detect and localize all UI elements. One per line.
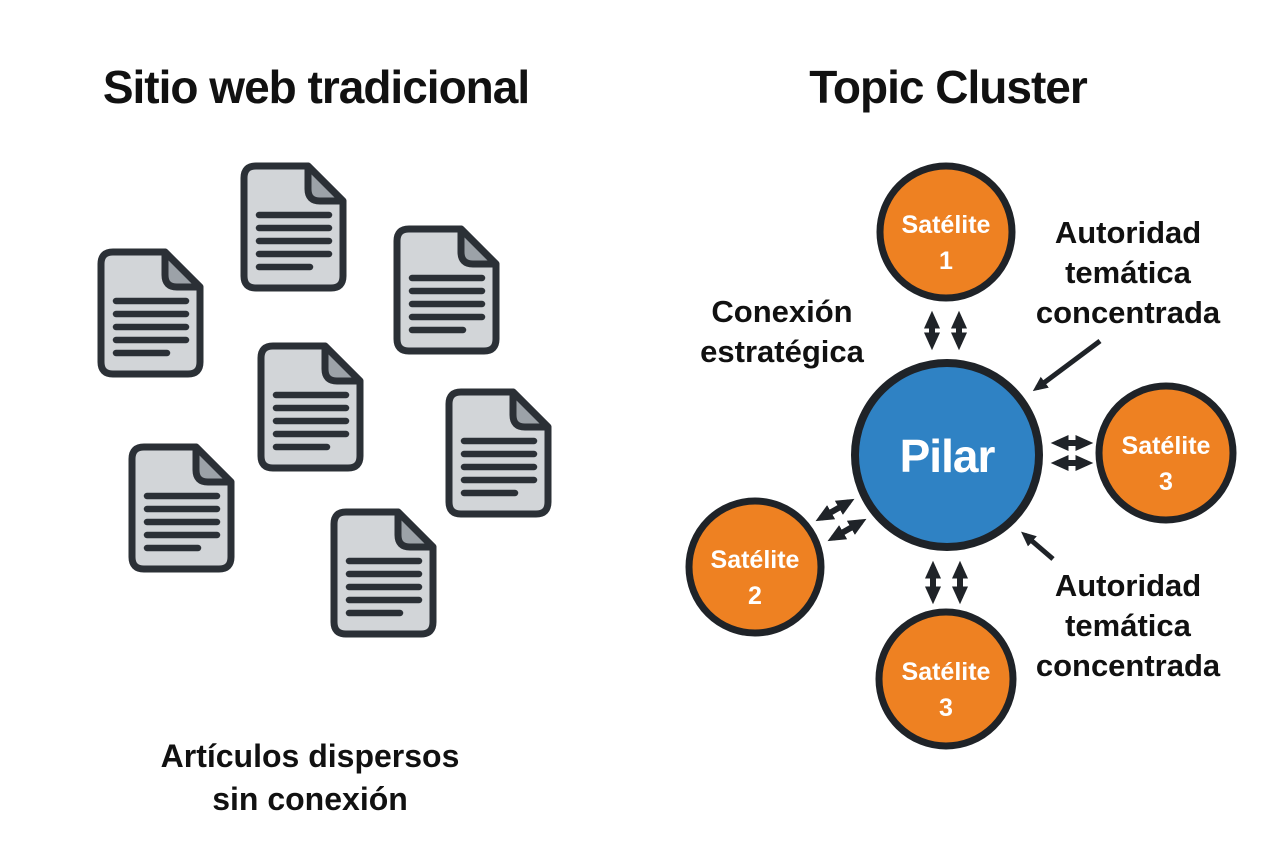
scattered-documents bbox=[97, 162, 552, 638]
satellite-circle bbox=[685, 497, 825, 637]
satellite-number: 3 bbox=[939, 694, 953, 722]
document-icon bbox=[128, 443, 235, 573]
link-pilar-satellite-right bbox=[1050, 434, 1094, 472]
link-pilar-satellite-top bbox=[923, 310, 968, 351]
document-icon bbox=[445, 388, 552, 518]
satellite-number: 3 bbox=[1159, 468, 1173, 496]
satellite-node-right: Satélite 3 bbox=[1095, 382, 1237, 524]
authority-bottom-pointer-arrow bbox=[1021, 531, 1055, 561]
satellite-number: 2 bbox=[748, 582, 762, 610]
pilar-node: Pilar bbox=[851, 359, 1043, 551]
document-icon bbox=[330, 508, 437, 638]
authority-label-bottom: Autoridad temática concentrada bbox=[1035, 568, 1221, 683]
authority-label-top: Autoridad temática concentrada bbox=[1035, 215, 1221, 330]
satellite-number: 1 bbox=[939, 247, 953, 275]
satellite-label: Satélite bbox=[711, 546, 800, 574]
right-panel-title: Topic Cluster bbox=[809, 61, 1088, 113]
satellite-node-top: Satélite 1 bbox=[876, 162, 1016, 302]
connection-label: Conexión estratégica bbox=[700, 294, 864, 369]
satellite-circle bbox=[875, 608, 1017, 750]
document-icon bbox=[240, 162, 347, 292]
satellite-label: Satélite bbox=[1122, 432, 1211, 460]
satellite-label: Satélite bbox=[902, 658, 991, 686]
link-pilar-satellite-bottom-left bbox=[815, 498, 867, 542]
authority-top-pointer-arrow bbox=[1032, 338, 1102, 392]
pilar-label: Pilar bbox=[900, 430, 996, 482]
satellite-node-bottom-left: Satélite 2 bbox=[685, 497, 825, 637]
satellite-node-bottom: Satélite 3 bbox=[875, 608, 1017, 750]
left-panel-title: Sitio web tradicional bbox=[102, 61, 530, 113]
document-icon bbox=[97, 248, 204, 378]
pilar-circle bbox=[851, 359, 1043, 551]
document-icon bbox=[257, 342, 364, 472]
satellite-circle bbox=[1095, 382, 1237, 524]
link-pilar-satellite-bottom bbox=[924, 560, 969, 605]
document-icon bbox=[393, 225, 500, 355]
satellite-circle bbox=[876, 162, 1016, 302]
satellite-label: Satélite bbox=[902, 211, 991, 239]
left-panel-caption: Artículos dispersos sin conexión bbox=[160, 738, 460, 817]
